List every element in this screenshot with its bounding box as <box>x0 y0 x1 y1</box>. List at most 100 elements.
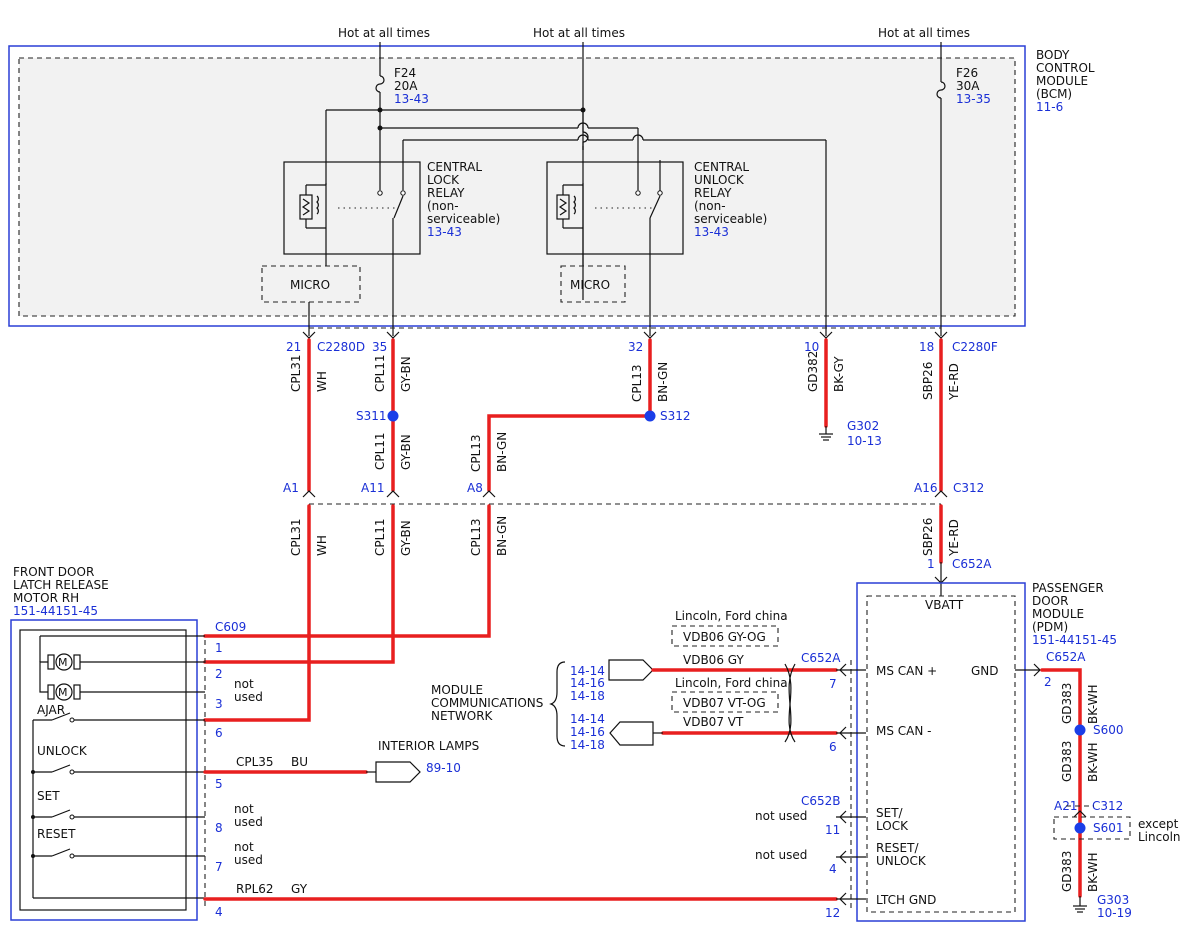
bcm-inner-box <box>18 57 1016 317</box>
svg-text:13-43: 13-43 <box>394 92 429 106</box>
svg-text:not used: not used <box>755 809 807 823</box>
svg-text:Lincoln, Ford china: Lincoln, Ford china <box>675 609 788 623</box>
svg-text:MODULE: MODULE <box>431 683 483 697</box>
svg-text:RPL62: RPL62 <box>236 882 274 896</box>
svg-text:LATCH RELEASE: LATCH RELEASE <box>13 578 109 592</box>
splice-s601 <box>1074 822 1086 834</box>
svg-text:C609: C609 <box>215 620 246 634</box>
splice-s311 <box>387 410 399 422</box>
svg-text:CPL35: CPL35 <box>236 755 274 769</box>
svg-text:not: not <box>234 802 254 816</box>
svg-text:8: 8 <box>215 821 223 835</box>
svg-text:UNLOCK: UNLOCK <box>694 173 745 187</box>
svg-text:32: 32 <box>628 340 643 354</box>
wire-sbp26-lower: SBP26 YE-RD 1 C652A <box>921 504 992 596</box>
splice-s312-label: S312 <box>660 409 691 423</box>
svg-text:SBP26: SBP26 <box>921 362 935 400</box>
svg-text:except: except <box>1138 817 1179 831</box>
svg-text:FRONT DOOR: FRONT DOOR <box>13 565 94 579</box>
svg-text:C652A: C652A <box>801 651 841 665</box>
bcm-outer-box <box>8 45 1026 327</box>
svg-text:SBP26: SBP26 <box>921 518 935 556</box>
svg-text:A11: A11 <box>361 481 384 495</box>
svg-text:4: 4 <box>215 905 223 919</box>
svg-text:BK-WH: BK-WH <box>1086 742 1100 782</box>
svg-text:SET/: SET/ <box>876 806 904 820</box>
svg-text:(PDM): (PDM) <box>1032 620 1068 634</box>
svg-text:CPL13: CPL13 <box>469 518 483 556</box>
wire-cpl31-upper: CPL31 WH <box>289 338 329 492</box>
svg-text:MICRO: MICRO <box>290 278 330 292</box>
svg-text:13-43: 13-43 <box>694 225 729 239</box>
svg-text:M: M <box>58 686 68 699</box>
svg-text:G302: G302 <box>847 419 879 433</box>
svg-text:GD383: GD383 <box>1060 683 1074 724</box>
svg-text:WH: WH <box>315 371 329 392</box>
svg-text:VBATT: VBATT <box>925 598 964 612</box>
svg-text:RELAY: RELAY <box>694 186 732 200</box>
svg-text:C652A: C652A <box>952 557 992 571</box>
network-arrow-icon-1 <box>608 659 654 681</box>
wire-cpl13-lower: CPL13 BN-GN <box>203 504 509 638</box>
svg-text:14-14: 14-14 <box>570 712 605 726</box>
svg-text:G303: G303 <box>1097 893 1129 907</box>
hot-label-2: Hot at all times <box>533 26 625 40</box>
svg-text:MS CAN -: MS CAN - <box>876 724 932 738</box>
svg-text:151-44151-45: 151-44151-45 <box>1032 633 1117 647</box>
svg-text:10-19: 10-19 <box>1097 906 1132 920</box>
micro-block-2: MICRO <box>560 265 626 303</box>
svg-text:not: not <box>234 677 254 691</box>
svg-text:6: 6 <box>215 726 223 740</box>
svg-text:LTCH GND: LTCH GND <box>876 893 936 907</box>
bcm-internal-wiring <box>325 42 946 336</box>
svg-text:C312: C312 <box>1092 799 1123 813</box>
svg-text:6: 6 <box>829 740 837 754</box>
svg-text:10-13: 10-13 <box>847 434 882 448</box>
wire-cpl31-lower: CPL31 WH <box>203 504 329 722</box>
svg-text:4: 4 <box>829 862 837 876</box>
interior-lamps-wire: CPL35 BU INTERIOR LAMPS 89-10 <box>203 739 479 783</box>
splice-s600 <box>1074 724 1086 736</box>
svg-text:CPL11: CPL11 <box>373 432 387 470</box>
svg-text:13-35: 13-35 <box>956 92 991 106</box>
svg-text:89-10: 89-10 <box>426 761 461 775</box>
svg-text:(non-: (non- <box>694 199 726 213</box>
svg-text:GY: GY <box>291 882 308 896</box>
svg-text:7: 7 <box>829 677 837 691</box>
svg-text:C2280F: C2280F <box>952 340 998 354</box>
svg-text:UNLOCK: UNLOCK <box>876 854 927 868</box>
svg-text:GD382: GD382 <box>806 351 820 392</box>
svg-text:3: 3 <box>215 697 223 711</box>
svg-text:RELAY: RELAY <box>427 186 465 200</box>
svg-text:LOCK: LOCK <box>876 819 909 833</box>
svg-text:A21: A21 <box>1054 799 1077 813</box>
wire-sbp26-upper: SBP26 YE-RD <box>921 338 961 492</box>
svg-text:C652A: C652A <box>1046 650 1086 664</box>
svg-text:14-16: 14-16 <box>570 725 605 739</box>
svg-text:GY-BN: GY-BN <box>399 356 413 392</box>
svg-text:2: 2 <box>215 667 223 681</box>
svg-text:RESET: RESET <box>37 827 76 841</box>
svg-text:LOCK: LOCK <box>427 173 460 187</box>
svg-text:S600: S600 <box>1093 723 1124 737</box>
motor-icon-1 <box>55 653 73 671</box>
wire-gd382: GD382 BK-GY <box>806 338 846 428</box>
wire-cpl11-lower: CPL11 GY-BN <box>203 504 413 664</box>
svg-text:WH: WH <box>315 535 329 556</box>
svg-text:12: 12 <box>825 906 840 920</box>
svg-text:C312: C312 <box>953 481 984 495</box>
svg-text:VDB06 GY-OG: VDB06 GY-OG <box>683 630 766 644</box>
svg-text:14-14: 14-14 <box>570 664 605 678</box>
svg-text:13-43: 13-43 <box>427 225 462 239</box>
svg-text:serviceable): serviceable) <box>427 212 500 226</box>
svg-text:MODULE: MODULE <box>1032 607 1084 621</box>
svg-text:used: used <box>234 690 263 704</box>
svg-text:not: not <box>234 840 254 854</box>
svg-text:CPL11: CPL11 <box>373 518 387 556</box>
fuse-f26: F26 30A 13-35 <box>956 66 991 106</box>
svg-text:CPL13: CPL13 <box>630 364 644 402</box>
svg-text:CENTRAL: CENTRAL <box>694 160 749 174</box>
hot-label-3: Hot at all times <box>878 26 970 40</box>
svg-text:VDB06 GY: VDB06 GY <box>683 653 744 667</box>
